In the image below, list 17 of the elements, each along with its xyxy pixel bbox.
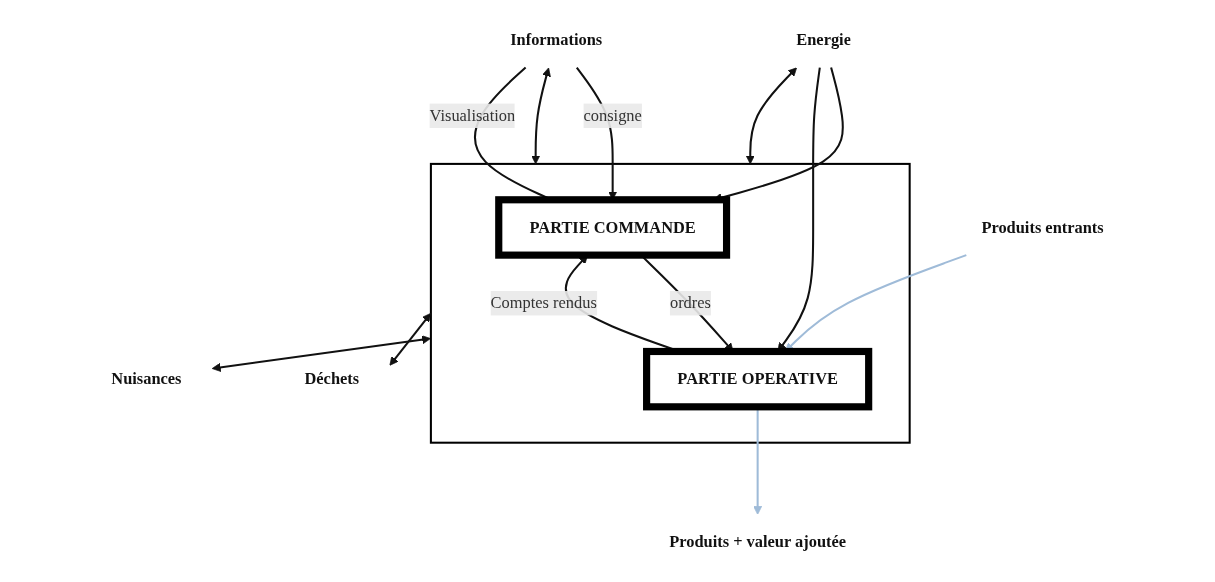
arrow: [389, 313, 432, 366]
edge-label: ordres: [669, 294, 711, 312]
edge-label: Comptes rendus: [490, 294, 597, 312]
node-text: Déchets: [304, 369, 360, 388]
arrow: [211, 335, 431, 372]
node-box: PARTIE OPERATIVE: [643, 347, 873, 411]
node-text: Nuisances: [111, 369, 182, 388]
arrow: [745, 67, 797, 165]
cluster: [429, 162, 911, 444]
node-text: Produits + valeur ajoutée: [669, 532, 847, 551]
edge-label: consigne: [583, 106, 642, 124]
node-box: PARTIE COMMANDE: [495, 196, 731, 259]
arrow: [531, 67, 551, 165]
node-text: Informations: [510, 30, 603, 49]
node-text: Energie: [796, 30, 851, 49]
edge-label: Visualisation: [429, 106, 516, 124]
node-text: Produits entrants: [981, 218, 1104, 236]
